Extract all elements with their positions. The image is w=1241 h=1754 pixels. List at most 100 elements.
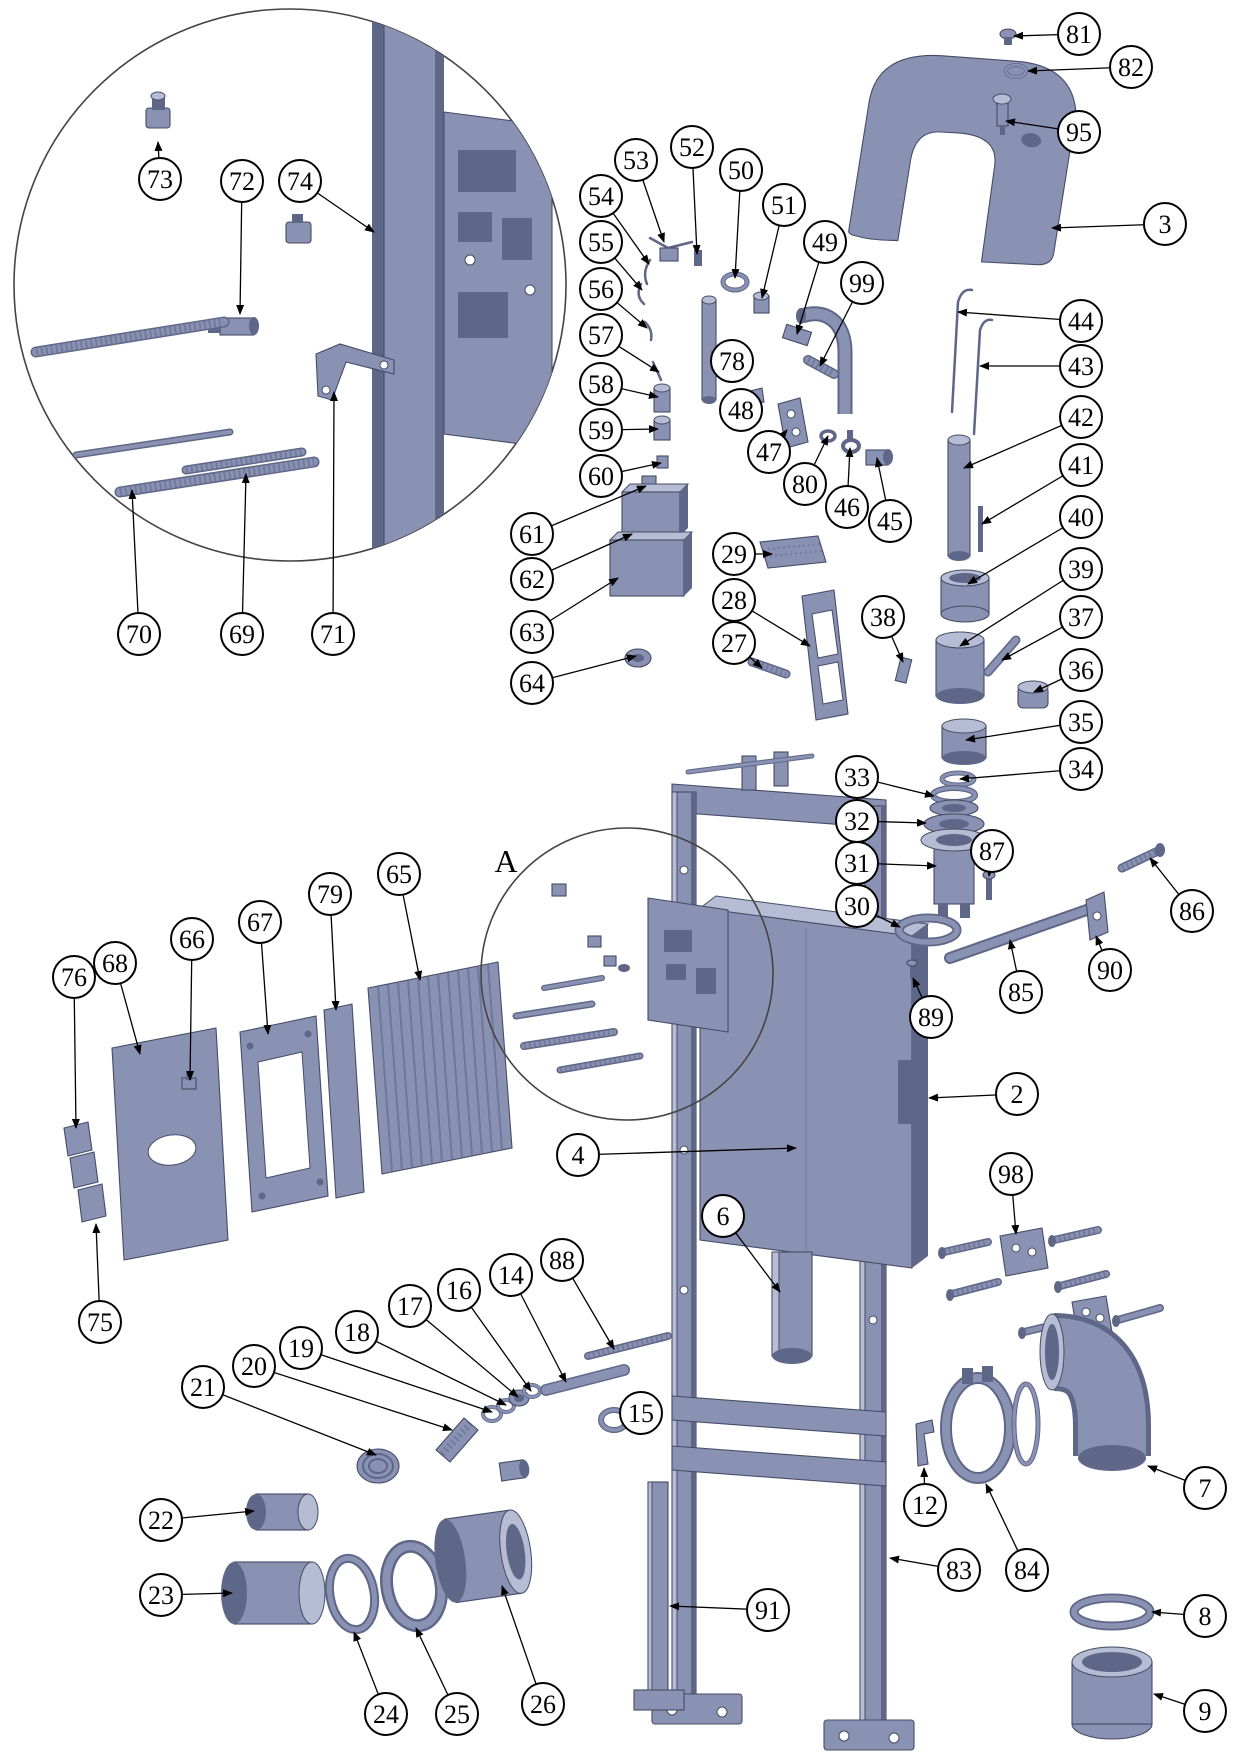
callout-22: 22: [139, 1498, 255, 1542]
svg-text:24: 24: [373, 1700, 399, 1729]
callout-16: 16: [437, 1268, 532, 1392]
svg-text:50: 50: [728, 156, 754, 185]
svg-text:37: 37: [1068, 603, 1094, 632]
callout-18: 18: [335, 1310, 507, 1406]
svg-text:21: 21: [190, 1373, 216, 1402]
callout-74: 74: [278, 159, 375, 233]
part-81-screw: [999, 28, 1017, 45]
part-51-bush: [753, 291, 770, 314]
callout-66: 66: [170, 917, 214, 1081]
callout-25: 25: [415, 1627, 479, 1736]
svg-text:99: 99: [849, 269, 875, 298]
callout-90: 90: [1088, 935, 1132, 992]
part-84-clamp: [940, 1366, 1041, 1484]
callout-63: 63: [510, 577, 619, 654]
svg-text:55: 55: [588, 228, 614, 257]
detail-view-circle: [13, 8, 567, 562]
part-6-flush-bend: [771, 1251, 813, 1364]
callout-29: 29: [712, 532, 773, 576]
part-35-cylinder: [941, 718, 987, 765]
callout-21: 21: [181, 1365, 377, 1456]
callout-73: 73: [138, 141, 182, 201]
svg-text:89: 89: [918, 1003, 944, 1032]
callout-7: 7: [1147, 1465, 1227, 1510]
svg-text:78: 78: [719, 347, 745, 376]
part-8-seal-ring: [1069, 1593, 1155, 1631]
callout-98: 98: [989, 1152, 1033, 1235]
svg-text:69: 69: [229, 620, 255, 649]
callout-75: 75: [78, 1223, 122, 1344]
part-53-lever: [648, 236, 694, 262]
callout-38: 38: [861, 595, 905, 663]
part-52-pin: [694, 250, 702, 266]
svg-text:65: 65: [386, 860, 412, 889]
detail-view-a: [480, 827, 774, 1121]
svg-text:68: 68: [102, 949, 128, 978]
part-29-plate: [759, 535, 827, 569]
part-43-rod: [972, 318, 994, 436]
callout-71: 71: [311, 391, 355, 656]
part-88-rod: [584, 1332, 672, 1360]
part-68-wall-plate: [111, 1027, 229, 1261]
svg-text:90: 90: [1097, 956, 1123, 985]
callout-15: 15: [619, 1391, 663, 1435]
svg-text:39: 39: [1068, 555, 1094, 584]
callout-12: 12: [903, 1467, 947, 1527]
svg-text:63: 63: [519, 618, 545, 647]
svg-text:34: 34: [1068, 755, 1094, 784]
svg-text:70: 70: [126, 620, 152, 649]
callout-20: 20: [232, 1344, 453, 1432]
part-22-sleeve: [246, 1493, 319, 1531]
callout-76: 76: [52, 955, 96, 1129]
svg-text:62: 62: [519, 565, 545, 594]
callout-78: 78: [710, 339, 754, 383]
svg-text:2: 2: [1011, 1080, 1024, 1109]
part-38-clip: [894, 656, 913, 684]
part-24-ring: [324, 1553, 380, 1635]
svg-text:8: 8: [1199, 1602, 1212, 1631]
svg-text:35: 35: [1068, 708, 1094, 737]
part-49-fitting: [781, 323, 813, 347]
callout-35: 35: [965, 700, 1103, 744]
svg-text:58: 58: [588, 370, 614, 399]
svg-text:88: 88: [549, 1246, 575, 1275]
svg-text:66: 66: [179, 925, 205, 954]
callout-56: 56: [579, 267, 648, 329]
callout-31: 31: [835, 841, 937, 885]
callout-51: 51: [760, 183, 806, 299]
svg-text:56: 56: [588, 275, 614, 304]
svg-text:20: 20: [241, 1352, 267, 1381]
svg-text:45: 45: [877, 507, 903, 536]
part-36-cap: [1017, 680, 1049, 709]
callout-9: 9: [1153, 1689, 1227, 1733]
part-44-rod: [950, 288, 974, 414]
svg-text:73: 73: [147, 165, 173, 194]
part-31-valve-seat: [920, 828, 988, 918]
svg-text:29: 29: [721, 540, 747, 569]
callout-91: 91: [669, 1588, 790, 1632]
part-33-seal-set: [929, 785, 979, 817]
part-60-spacer: [656, 455, 669, 469]
callout-8: 8: [1151, 1594, 1227, 1638]
callout-88: 88: [540, 1238, 615, 1350]
svg-text:91: 91: [755, 1596, 781, 1625]
svg-text:87: 87: [979, 837, 1005, 866]
callout-67: 67: [238, 900, 282, 1035]
part-23-socket: [221, 1561, 326, 1625]
svg-text:83: 83: [946, 1556, 972, 1585]
svg-text:79: 79: [317, 880, 343, 909]
svg-text:14: 14: [498, 1261, 524, 1290]
callout-49: 49: [795, 220, 847, 335]
svg-text:22: 22: [148, 1506, 174, 1535]
callout-64: 64: [510, 654, 637, 705]
svg-text:64: 64: [519, 669, 545, 698]
callout-89: 89: [909, 977, 953, 1039]
callout-80: 80: [783, 435, 829, 506]
part-99-threaded-pin: [803, 355, 839, 379]
part-86-screw: [1117, 843, 1165, 873]
callout-36: 36: [1033, 648, 1103, 693]
flush-valve-assembly: [608, 236, 893, 721]
detail-label-A: A: [494, 843, 517, 879]
svg-text:36: 36: [1068, 656, 1094, 685]
